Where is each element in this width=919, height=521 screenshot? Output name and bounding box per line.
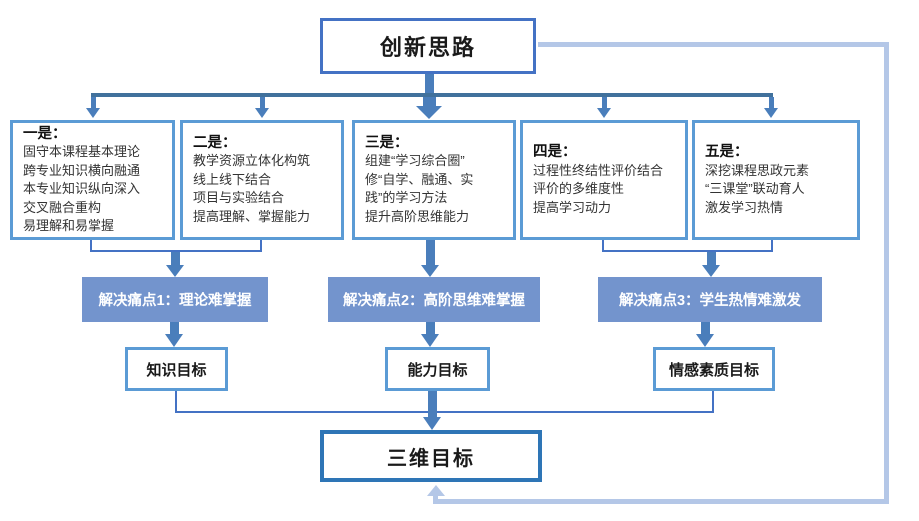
feedback-arrowhead-up-icon [427,485,445,496]
final-goal-text: 三维目标 [387,447,475,470]
goal-arrow-shaft [170,322,179,334]
goal-arrowhead-icon [165,334,183,347]
branch-arrowhead-icon [86,108,100,118]
feedback-line-up [433,495,438,504]
goal-arrow-shaft [426,322,435,334]
branch-arrow-shaft [769,97,774,108]
stem-line [425,74,434,95]
branch-arrow-shaft-center [423,97,436,106]
branch-arrow-shaft [260,97,265,108]
final-arrow-shaft [428,391,437,417]
bracket1-right [260,240,262,252]
pain-point-bar-2: 解决痛点2：高阶思维难掌握 [328,277,540,322]
pain-point-bar-1: 解决痛点1：理论难掌握 [82,277,268,322]
bracket2-arrow-shaft [707,252,716,265]
feedback-line-right [884,42,889,504]
strategy-4-lines: 过程性终结性评价结合评价的多维度性提高学习动力 [533,162,664,215]
pain-point-bar-3: 解决痛点3：学生热情难激发 [598,277,822,322]
goal-arrowhead-icon [696,334,714,347]
goal-arrow-shaft [701,322,710,334]
bracket1-arrow-shaft [171,252,180,265]
title-box: 创新思路 [320,18,536,74]
pain-point-3-text: 解决痛点3：学生热情难激发 [618,293,802,309]
strategy-2-lines: 教学资源立体化构筑线上线下结合项目与实验结合提高理解、掌握能力 [193,153,311,224]
strategy-5-lines: 深挖课程思政元素“三课堂”联动育人激发学习热情 [705,162,810,215]
title-text: 创新思路 [379,35,476,60]
strategy-3-label: 三是： [365,134,409,151]
branch-arrowhead-center-icon [416,106,442,119]
bracket1-arrowhead-icon [166,265,184,277]
feedback-line-bottom [435,499,889,504]
goal-connector-horizontal [175,411,714,413]
goal-box-knowledge: 知识目标 [125,347,228,391]
goal-connector-right [712,391,714,413]
strategy-box-2: 二是： 教学资源立体化构筑线上线下结合项目与实验结合提高理解、掌握能力 [180,120,344,240]
pain-point-2-text: 解决痛点2：高阶思维难掌握 [342,293,526,309]
branch-arrowhead-icon [764,108,778,118]
goal-ability-text: 能力目标 [407,361,468,379]
strategy-1-label: 一是： [23,125,67,142]
strategy-5-label: 五是： [705,144,749,160]
bracket2-right [771,240,773,252]
goal-box-ability: 能力目标 [385,347,490,391]
bracket1-left [90,240,92,252]
goal-connector-left [175,391,177,413]
bracket2-left [602,240,604,252]
goal-arrowhead-icon [421,334,439,347]
strategy-4-label: 四是： [533,144,577,160]
final-goal-box: 三维目标 [320,430,542,482]
goal-knowledge-text: 知识目标 [146,361,207,379]
final-arrowhead-icon [423,417,441,430]
branch-arrowhead-icon [597,108,611,118]
feedback-line-top [538,42,889,47]
bracket2-horizontal [602,250,773,252]
goal-box-emotion: 情感素质目标 [653,347,775,391]
center-arrow-shaft [426,240,435,265]
strategy-3-lines: 组建“学习综合圈”修“自学、融通、实践”的学习方法提升高阶思维能力 [365,153,474,224]
strategy-box-1: 一是： 固守本课程基本理论跨专业知识横向融通本专业知识纵向深入交叉融合重构易理解… [10,120,175,240]
branch-arrow-shaft [602,97,607,108]
strategy-box-3: 三是： 组建“学习综合圈”修“自学、融通、实践”的学习方法提升高阶思维能力 [352,120,516,240]
strategy-box-5: 五是： 深挖课程思政元素“三课堂”联动育人激发学习热情 [692,120,860,240]
goal-emotion-text: 情感素质目标 [668,361,759,379]
strategy-1-lines: 固守本课程基本理论跨专业知识横向融通本专业知识纵向深入交叉融合重构易理解和易掌握 [23,144,141,233]
bracket2-arrowhead-icon [702,265,720,277]
distribution-line [91,93,773,97]
strategy-2-label: 二是： [193,134,237,151]
branch-arrowhead-icon [255,108,269,118]
center-arrowhead-icon [421,265,439,277]
bracket1-horizontal [90,250,262,252]
branch-arrow-shaft [91,97,96,108]
pain-point-1-text: 解决痛点1：理论难掌握 [98,293,252,309]
strategy-box-4: 四是： 过程性终结性评价结合评价的多维度性提高学习动力 [520,120,688,240]
